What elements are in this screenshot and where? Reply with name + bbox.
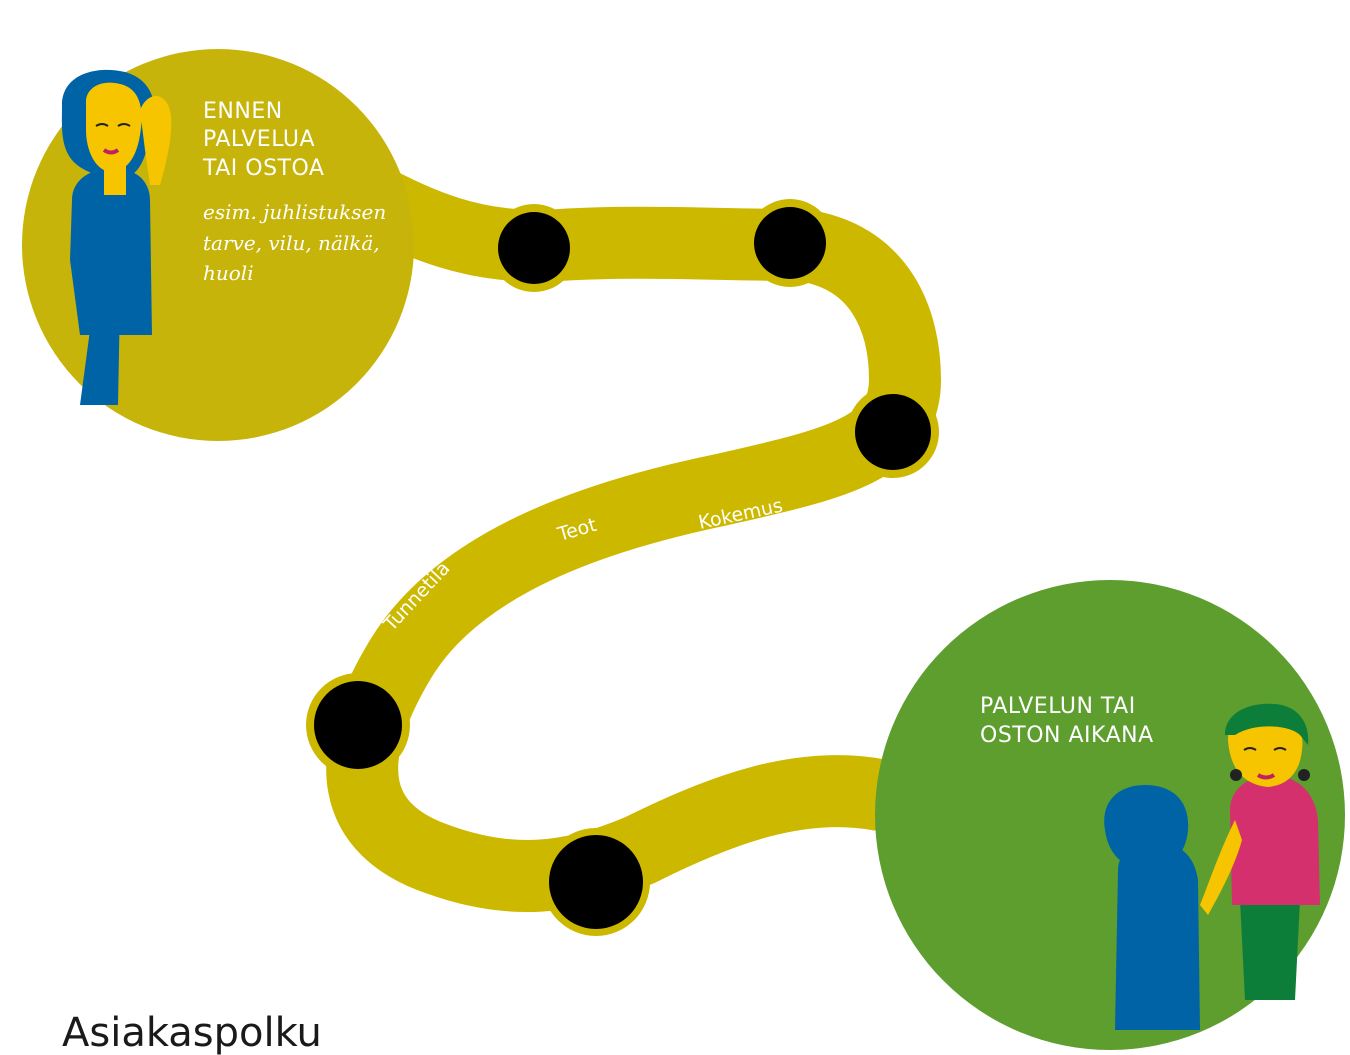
stage-before-circle: ENNEN PALVELUA TAI OSTOA esim. juhlistuk…: [22, 49, 414, 441]
stage-before-example-line3: huoli: [203, 261, 254, 285]
stage-before-line1: ENNEN: [203, 99, 283, 124]
stage-before-line2: PALVELUA: [203, 127, 315, 152]
stage-before-example-line2: tarve, vilu, nälkä,: [203, 231, 380, 255]
journey-path: [294, 139, 941, 912]
stage-during-line1: PALVELUN TAI: [980, 694, 1136, 719]
stage-during-line2: OSTON AIKANA: [980, 723, 1154, 748]
touchpoints: [306, 199, 939, 936]
diagram-title: Asiakaspolku: [62, 1010, 322, 1055]
stage-during-circle: PALVELUN TAI OSTON AIKANA: [875, 580, 1345, 1050]
stage-before-example-line1: esim. juhlistuksen: [203, 200, 386, 224]
waving-woman-figure: [61, 69, 172, 405]
staff-woman-figure: [1200, 703, 1320, 1000]
customer-figure: [1104, 785, 1200, 1030]
stage-before-line3: TAI OSTOA: [202, 156, 324, 181]
